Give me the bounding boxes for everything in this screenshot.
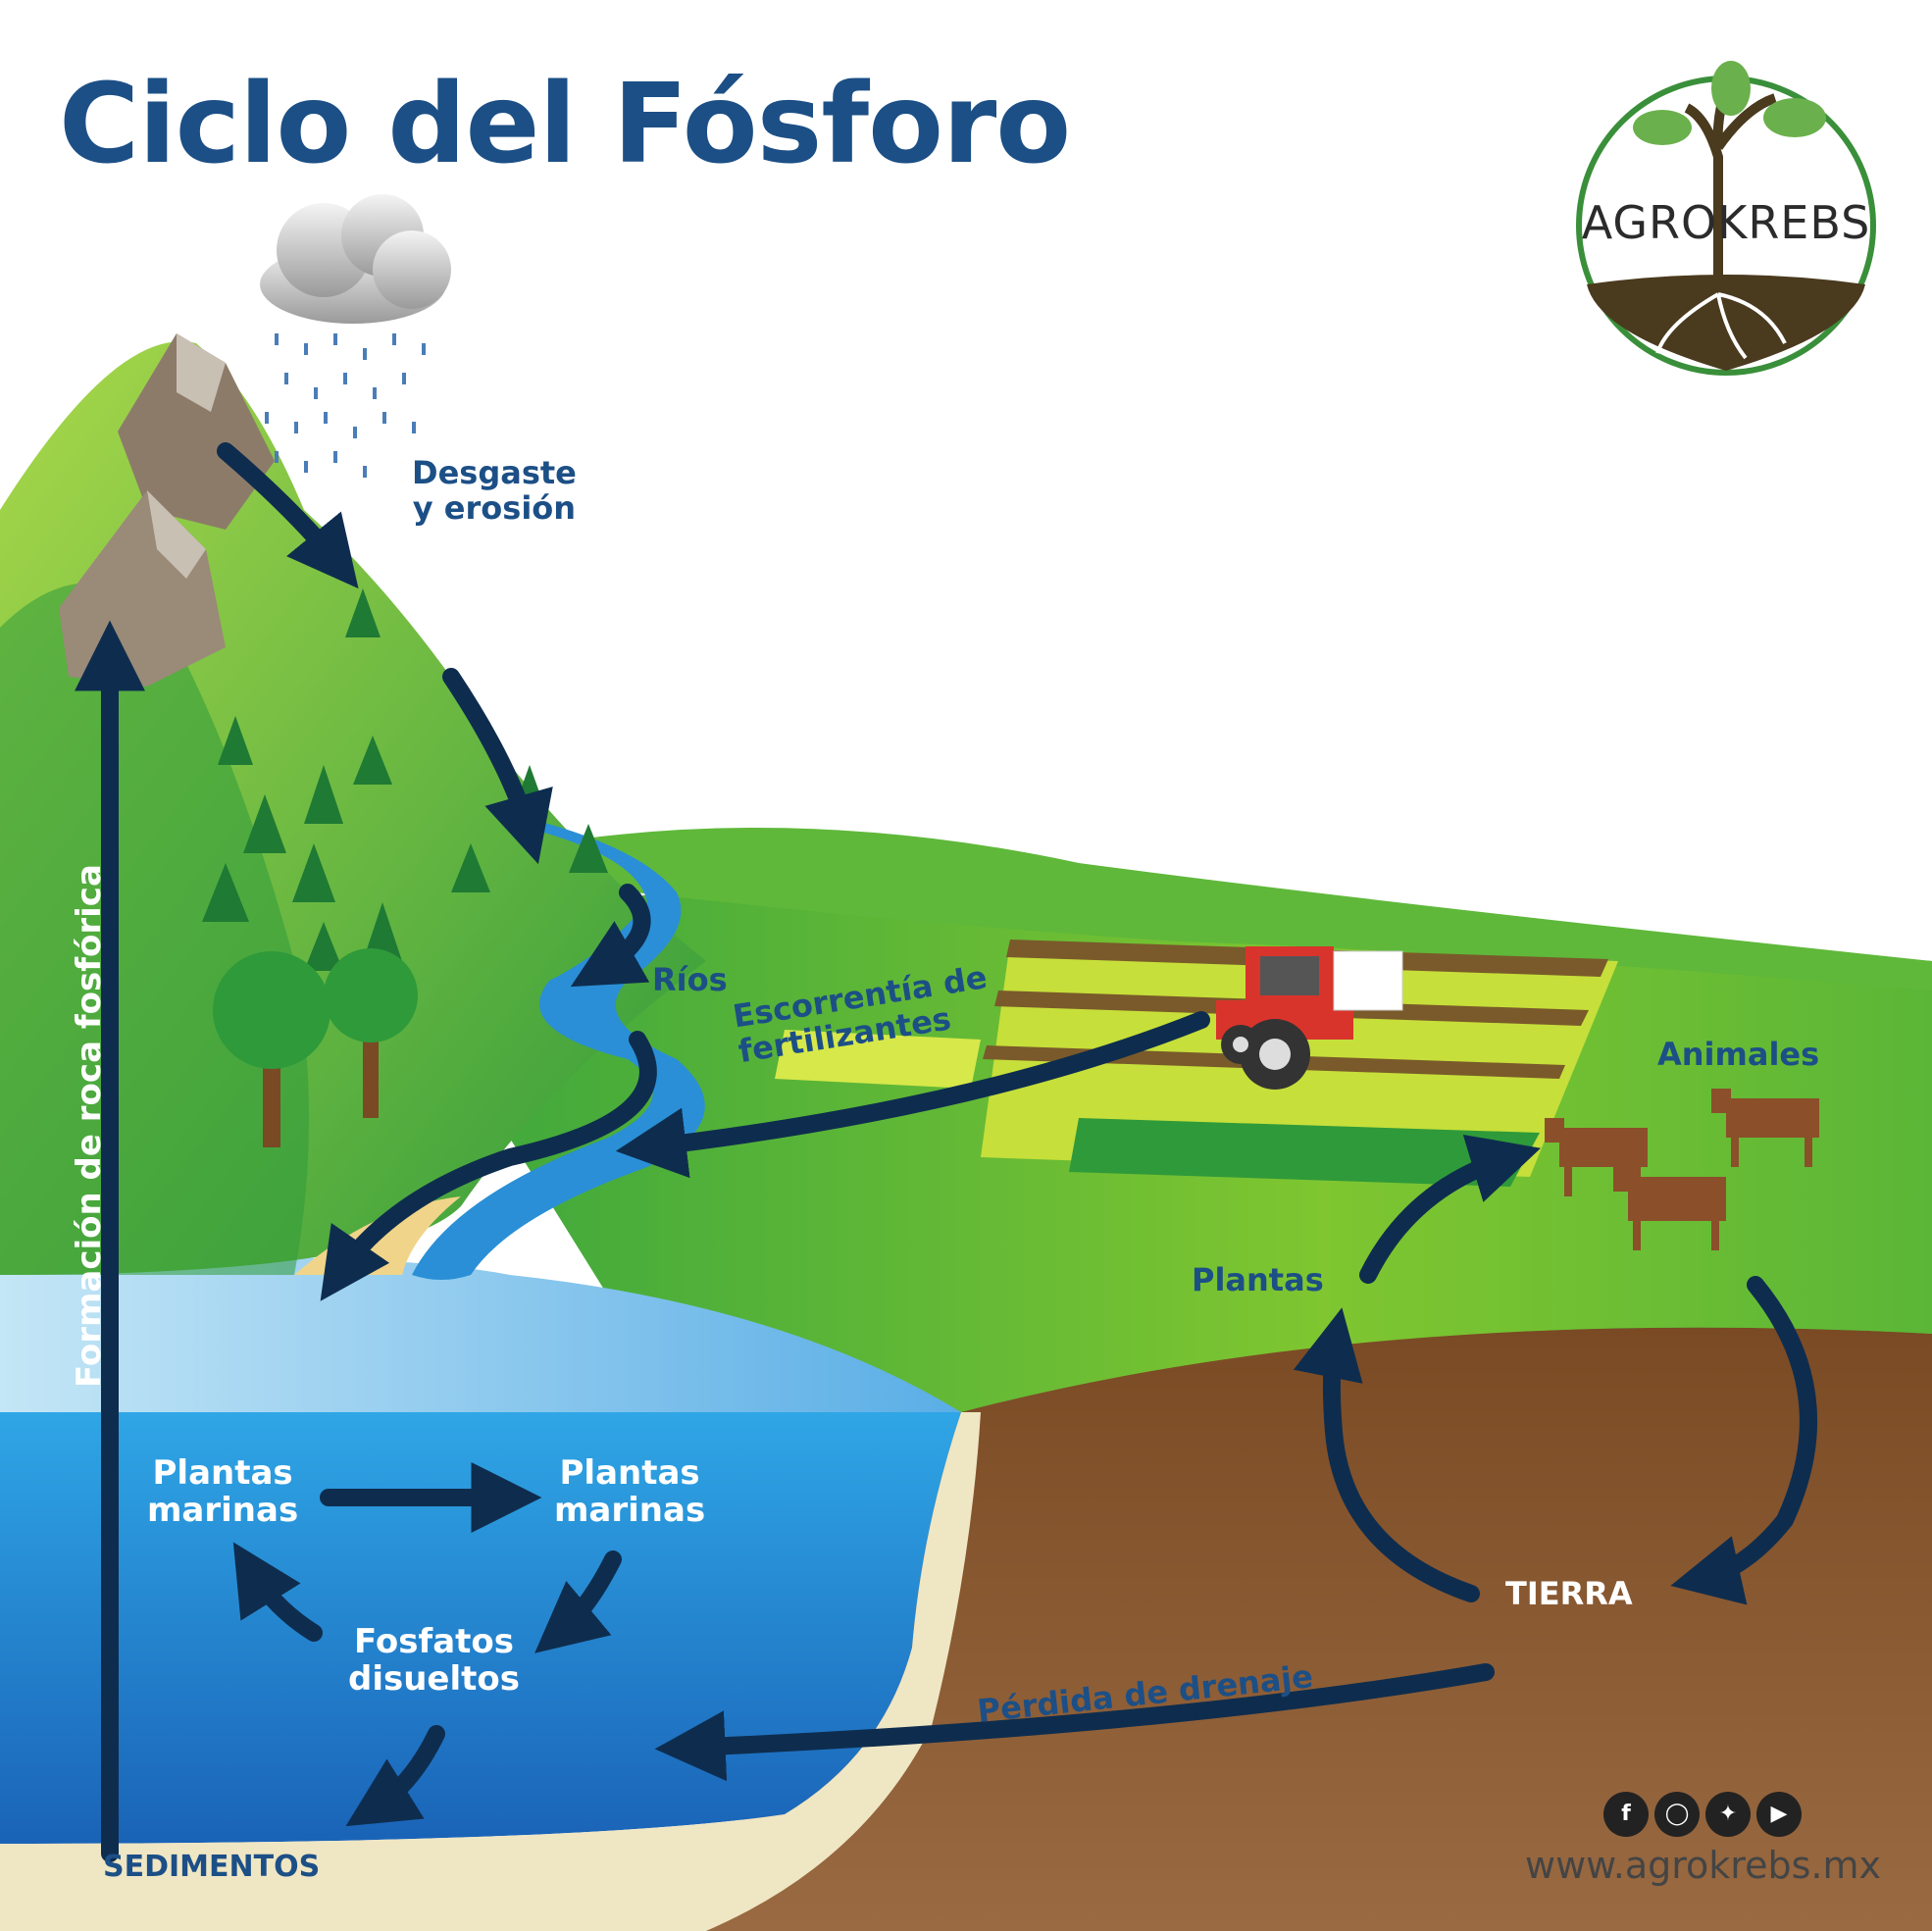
rain-cloud bbox=[260, 194, 451, 324]
arrow-marine-to-phosphates bbox=[534, 1550, 622, 1653]
facebook-icon[interactable]: f bbox=[1603, 1792, 1649, 1837]
far-hill bbox=[549, 828, 1932, 991]
arrow-phosphates-to-sediments bbox=[345, 1725, 445, 1827]
tractor bbox=[1216, 946, 1403, 1090]
label-rivers: Ríos bbox=[652, 961, 728, 998]
arrow-weathering bbox=[217, 442, 359, 589]
arrow-drainage-loss bbox=[654, 1663, 1495, 1782]
label-animals: Animales bbox=[1657, 1036, 1820, 1073]
arrow-erosion-slope bbox=[442, 668, 553, 865]
round-trees bbox=[213, 948, 418, 1147]
sand-shore bbox=[0, 1412, 981, 1931]
label-sediments: SEDIMENTOS bbox=[103, 1850, 321, 1884]
soil-layer bbox=[686, 1324, 1932, 1931]
arrow-plants-to-animals bbox=[1359, 1134, 1542, 1284]
label-plants: Plantas bbox=[1192, 1261, 1324, 1298]
cows bbox=[1545, 1089, 1819, 1250]
lake-surface bbox=[0, 1257, 961, 1412]
rock-peak-1 bbox=[118, 333, 275, 530]
mountain-shadow bbox=[0, 583, 309, 1275]
rain-drops bbox=[265, 333, 426, 478]
arrow-soil-to-plants bbox=[1293, 1307, 1480, 1602]
label-rock-formation: Formación de roca fosfórica bbox=[70, 864, 109, 1388]
arrow-fertilizer-runoff bbox=[615, 1011, 1210, 1179]
cycle-arrows bbox=[75, 442, 1817, 1862]
arrow-animals-to-soil bbox=[1670, 1276, 1817, 1605]
instagram-icon[interactable]: ◯ bbox=[1654, 1792, 1700, 1837]
arrow-river-to-lake bbox=[320, 1031, 657, 1301]
twitter-icon[interactable]: ✦ bbox=[1705, 1792, 1751, 1837]
page-title: Ciclo del Fósforo bbox=[59, 61, 1071, 188]
agrokrebs-logo bbox=[1576, 61, 1876, 376]
arrow-to-river bbox=[570, 884, 651, 988]
website-link[interactable]: www.agrokrebs.mx bbox=[1525, 1844, 1881, 1887]
label-soil: TIERRA bbox=[1505, 1575, 1633, 1612]
arrow-phosphates-to-marine bbox=[232, 1542, 323, 1642]
youtube-icon[interactable]: ▶ bbox=[1756, 1792, 1802, 1837]
brand-name: AGROKREBS bbox=[1581, 196, 1871, 249]
